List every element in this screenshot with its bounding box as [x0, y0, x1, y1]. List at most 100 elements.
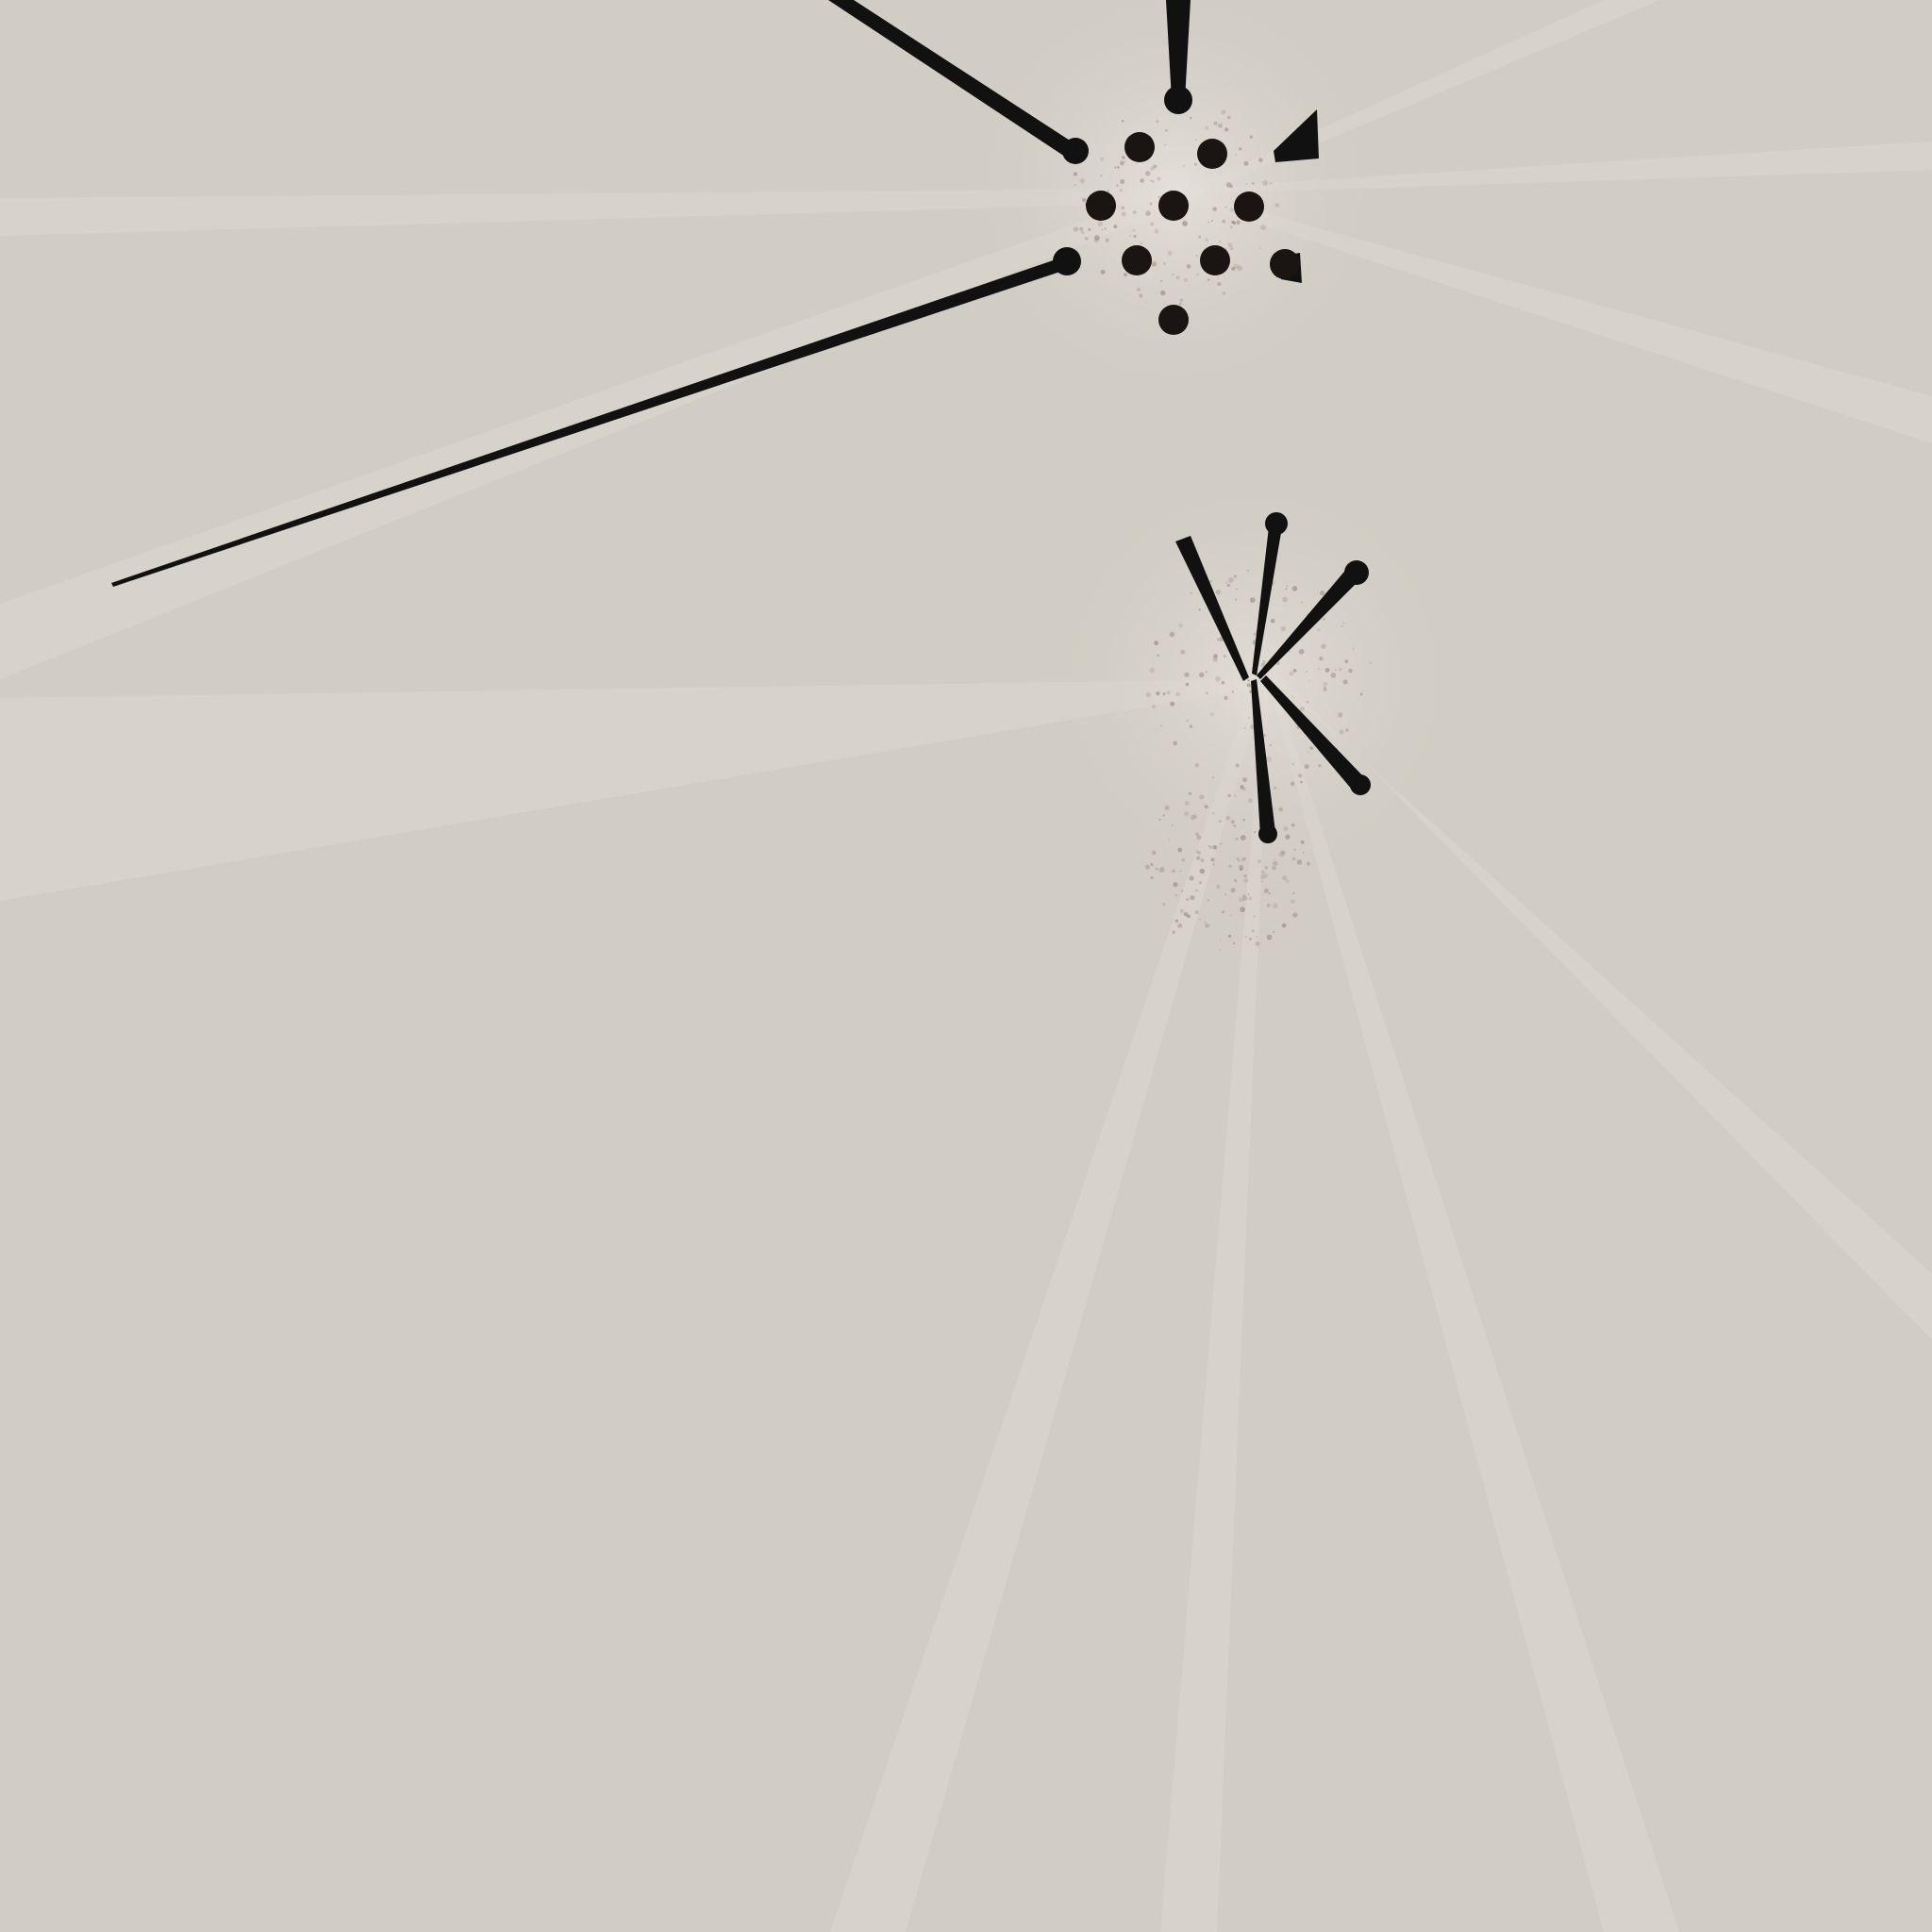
speckle: [1262, 180, 1268, 186]
speckle: [1221, 109, 1226, 115]
speckle: [1258, 158, 1263, 163]
speckle: [1318, 763, 1322, 768]
speckle: [1274, 808, 1276, 810]
speckle: [1230, 820, 1235, 824]
speckle: [1227, 577, 1234, 583]
speckle: [1229, 208, 1235, 212]
speckle: [1094, 235, 1100, 242]
speckle: [1186, 898, 1190, 901]
speckle: [1172, 869, 1175, 873]
speckle: [1171, 824, 1174, 826]
streak: [1269, 679, 1679, 1932]
speckle: [1168, 839, 1170, 841]
speckle: [1158, 867, 1165, 873]
speckle: [1285, 588, 1288, 591]
speckle: [1196, 273, 1200, 276]
stroke-upper-left: [828, 0, 1083, 158]
speckle: [1245, 183, 1248, 186]
cap: [1258, 824, 1277, 843]
speckle: [1225, 182, 1232, 188]
streak: [0, 679, 1255, 901]
speckle: [1100, 175, 1103, 177]
speckle: [1241, 895, 1248, 901]
speckle: [1224, 127, 1229, 132]
speckle: [1249, 597, 1256, 603]
speckle: [1235, 588, 1238, 591]
speckle: [1218, 123, 1223, 128]
speckle: [1195, 832, 1199, 837]
spoke-upper-left: [1175, 536, 1249, 681]
speckle: [1190, 895, 1195, 901]
speckle: [1323, 681, 1328, 687]
speckle: [1268, 892, 1271, 895]
speckle: [1335, 669, 1337, 672]
speckle: [1144, 171, 1151, 176]
speckle: [1184, 672, 1190, 677]
cap: [1053, 247, 1081, 275]
speckle: [1153, 164, 1158, 169]
speckle: [1215, 590, 1222, 595]
speckle: [1184, 277, 1189, 282]
speckle: [1231, 220, 1235, 225]
speckle: [1291, 586, 1298, 591]
speckle: [1273, 903, 1278, 908]
speckle: [1186, 719, 1189, 723]
speckle: [1240, 907, 1245, 913]
speckle: [1233, 878, 1238, 883]
speckle: [1189, 791, 1191, 795]
speckle: [1162, 261, 1166, 265]
speckle: [1124, 273, 1127, 277]
speckle: [1179, 298, 1184, 303]
speckle: [1218, 241, 1221, 242]
speckle: [1260, 225, 1266, 231]
dot: [1086, 191, 1116, 221]
speckle: [1291, 695, 1294, 698]
speckle: [1342, 679, 1348, 685]
speckle: [1082, 197, 1087, 203]
speckle: [1301, 601, 1304, 604]
speckle: [1101, 228, 1104, 231]
speckle: [1262, 660, 1266, 664]
speckle: [1288, 650, 1291, 653]
speckle: [1223, 655, 1226, 658]
speckle: [1074, 184, 1076, 187]
speckle: [1227, 242, 1233, 248]
speckle: [1152, 850, 1157, 856]
speckle: [1291, 857, 1296, 861]
speckle: [1248, 896, 1253, 901]
speckle: [1190, 116, 1192, 120]
speckle: [1320, 591, 1325, 596]
speckle: [1156, 691, 1160, 696]
speckle: [1081, 230, 1085, 235]
speckle: [1278, 807, 1283, 812]
speckle: [1105, 238, 1109, 242]
speckle: [1307, 680, 1310, 683]
speckle: [1231, 266, 1236, 271]
speckle: [1179, 870, 1182, 873]
dot: [1124, 132, 1155, 162]
speckle: [1259, 874, 1265, 880]
speckle: [1217, 281, 1222, 287]
speckle: [1344, 659, 1349, 664]
speckle: [1243, 160, 1249, 166]
spoke-upper-right: [1257, 566, 1362, 679]
speckle: [1100, 269, 1106, 275]
speckle: [1155, 867, 1158, 871]
speckle: [1204, 921, 1207, 924]
speckle: [1246, 683, 1251, 688]
speckle: [1352, 647, 1355, 650]
dot: [1122, 245, 1152, 275]
speckle: [1116, 166, 1120, 169]
speckle: [1113, 225, 1118, 229]
speckle: [1198, 918, 1201, 922]
speckle: [1212, 207, 1218, 212]
speckle: [1084, 237, 1089, 241]
speckle: [1227, 115, 1231, 120]
speckle: [1212, 845, 1218, 850]
speckle: [1150, 875, 1154, 880]
speckle: [1253, 633, 1256, 636]
speckle: [1306, 701, 1309, 704]
speckle: [1248, 798, 1253, 803]
speckle: [1200, 858, 1205, 863]
speckle: [1291, 762, 1295, 766]
